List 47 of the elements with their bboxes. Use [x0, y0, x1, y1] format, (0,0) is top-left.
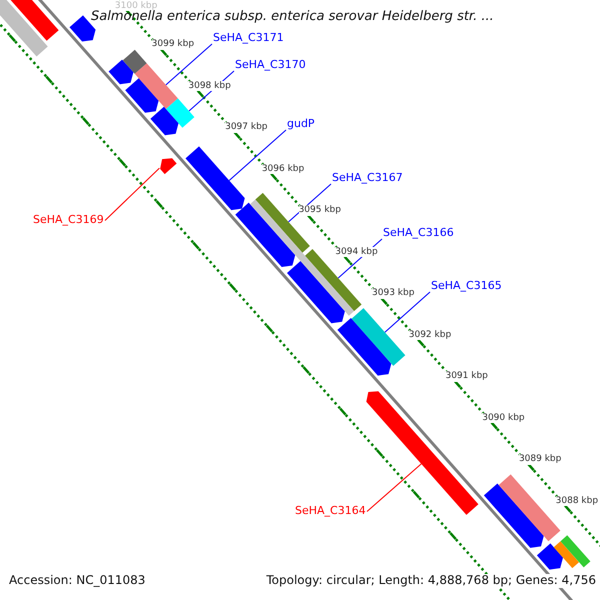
title: Salmonella enterica subsp. enterica serovar Heidelberg str. ...: [91, 10, 494, 25]
leader-line: [104, 168, 160, 221]
tick-label: 3091 kbp: [445, 371, 488, 382]
gene-label: SeHA_C3164: [295, 505, 366, 518]
gene-label: SeHA_C3170: [235, 59, 306, 72]
gene-bar: [166, 98, 194, 128]
gene-pentagon: [287, 261, 345, 324]
tick-label: 3098 kbp: [188, 80, 231, 92]
gene-pentagon: [125, 78, 159, 113]
gene-bar: [305, 249, 362, 312]
gene-pentagon: [160, 158, 177, 174]
gene-label: SeHA_C3169: [33, 214, 104, 227]
info-text: Accession: NC_011083: [9, 574, 146, 588]
gene-bar: [0, 0, 48, 56]
gene-label: SeHA_C3166: [383, 227, 454, 240]
gene-label: SeHA_C3171: [213, 32, 284, 45]
gene-pentagon: [337, 318, 392, 376]
tick-label: 3100 kbp: [114, 1, 158, 12]
gene-label: SeHA_C3167: [332, 172, 403, 185]
gene-label: SeHA_C3165: [431, 280, 502, 293]
gene-bar: [560, 535, 590, 568]
gene-bar: [122, 50, 147, 74]
tick-label: 3088 kbp: [556, 496, 598, 506]
gene-bar: [554, 541, 579, 568]
gene-pentagon: [366, 391, 478, 515]
tick-label: 3089 kbp: [518, 454, 562, 464]
gene-pentagon: [536, 543, 563, 570]
tick-label: 3094 kbp: [335, 246, 378, 258]
tick-label: 3095 kbp: [298, 205, 341, 216]
tick-label: 3097 kbp: [225, 122, 268, 133]
gene-bar: [352, 308, 406, 366]
gene-pentagon: [484, 484, 544, 548]
tick-label: 3096 kbp: [262, 164, 304, 174]
gene-pentagon: [235, 202, 296, 267]
gene-label: gudP: [287, 118, 315, 131]
tick-label: 3099 kbp: [152, 39, 194, 50]
gene-pentagon: [108, 60, 134, 84]
gene-pentagon: [186, 146, 245, 210]
leader-line: [366, 463, 422, 512]
leader-line: [165, 44, 212, 86]
gene-bar: [134, 63, 178, 109]
info-text: Topology: circular; Length: 4,888,768 bp; Genes: 4,756: [266, 574, 596, 588]
leader-line: [228, 130, 286, 181]
leader-line: [384, 292, 430, 333]
gene-pentagon: [150, 106, 178, 136]
tick-label: 3092 kbp: [408, 330, 452, 340]
tick-label: 3093 kbp: [372, 288, 414, 299]
